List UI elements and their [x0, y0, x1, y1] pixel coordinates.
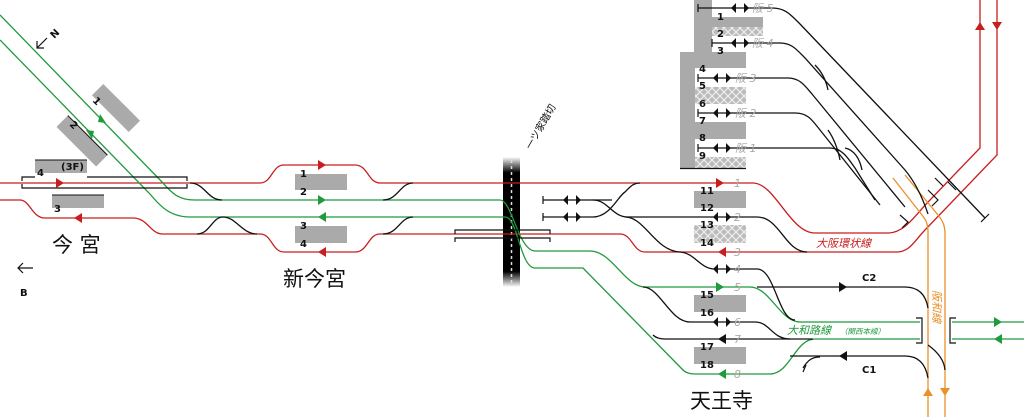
platform-13-14 — [694, 225, 746, 243]
track-number: 5 — [734, 281, 741, 294]
shin-imamiya-platform-1-2 — [295, 174, 347, 190]
bidirectional-arrows — [563, 3, 749, 327]
station-name-tennoji: 天王寺 — [690, 389, 753, 413]
hanwa-line-tracks — [892, 174, 946, 417]
imamiya-platform-2 — [56, 115, 108, 167]
osaka-loop-line-tracks — [0, 0, 998, 253]
direction-arrows — [718, 282, 847, 361]
platform-number: 11 — [700, 186, 714, 197]
track-number: 阪 2 — [735, 107, 757, 120]
platform-number: 6 — [699, 99, 706, 110]
platform-number: 3 — [717, 46, 724, 57]
buffer-stops-and-brackets — [21, 4, 990, 373]
track-number: 8 — [734, 368, 741, 381]
imamiya-platform-1 — [91, 83, 141, 133]
direction-b-arrow-icon — [17, 262, 33, 274]
level-crossing-label: 一ツ家踏切 — [522, 102, 558, 152]
platform-15-16 — [694, 295, 746, 312]
imamiya-platform-4 — [35, 160, 87, 173]
direction-b-label: B — [20, 288, 28, 299]
platform-number: 4 — [300, 239, 307, 250]
tennoji-hanwa-platforms — [680, 0, 763, 170]
hanwa-line-label: 阪和線 — [930, 290, 943, 325]
route-c2-label: C2 — [862, 273, 876, 284]
platform-number: 3 — [54, 204, 61, 215]
platform-number: 4 — [699, 64, 706, 75]
platform-number: 1 — [717, 12, 724, 23]
yamatoji-line-tracks — [0, 14, 1024, 375]
track-number: 4 — [734, 263, 741, 276]
platform-number: 13 — [700, 220, 714, 231]
platform-11-12 — [694, 191, 746, 208]
station-name-shin-imamiya: 新今宮 — [283, 267, 346, 291]
track-number: 阪 1 — [735, 142, 757, 155]
platform-number: 16 — [700, 308, 714, 319]
north-arrow-icon — [36, 37, 48, 49]
track-number: 1 — [734, 177, 741, 190]
compass: N B — [17, 26, 61, 299]
track-number: 阪 3 — [735, 72, 757, 85]
track-number: 3 — [734, 246, 741, 259]
yamatoji-direction-arrows — [86, 114, 1002, 379]
platform-number: 7 — [699, 116, 706, 127]
kansai-main-line-label: （関西本線） — [840, 327, 885, 336]
platform-17-18 — [694, 347, 746, 364]
platform-number: 15 — [700, 290, 714, 301]
connecting-tracks — [189, 7, 986, 379]
platform-number: 5 — [699, 81, 706, 92]
track-number: 阪 4 — [752, 37, 774, 50]
yamatoji-line-label: 大和路線 — [787, 324, 833, 337]
osaka-loop-line-label: 大阪環状線 — [816, 237, 873, 250]
station-name-imamiya: 今 宮 — [52, 233, 101, 257]
shin-imamiya-platform-labels: 1 2 3 4 — [300, 169, 307, 250]
platform-number: 12 — [700, 203, 714, 214]
north-label: N — [47, 26, 61, 40]
route-c1-label: C1 — [862, 365, 876, 376]
platform-number: 18 — [700, 360, 714, 371]
tennoji-track-numbers: 1 2 3 4 5 6 7 8 — [734, 177, 741, 381]
platform-number: 9 — [699, 151, 706, 162]
platform-number: 17 — [700, 342, 714, 353]
osaka-loop-direction-arrows — [56, 22, 1002, 257]
hanwa-bay-track-numbers: 阪 5 阪 4 阪 3 阪 2 阪 1 — [735, 2, 774, 155]
platform-number: 8 — [699, 133, 706, 144]
hanwa-direction-arrows — [923, 388, 950, 396]
shin-imamiya-platform-3-4 — [295, 226, 347, 243]
track-number: 阪 5 — [752, 2, 774, 15]
platform-number: 2 — [300, 187, 307, 198]
track-number: 6 — [734, 316, 741, 329]
imamiya-platform-3 — [52, 195, 104, 208]
tennoji-platform-labels: 1 2 3 4 5 6 7 8 9 11 12 13 14 15 16 17 1… — [699, 12, 724, 371]
track-number: 7 — [734, 333, 741, 346]
platform-number: 4 — [37, 168, 44, 179]
floor-note: (3F) — [61, 162, 84, 173]
track-number: 2 — [734, 211, 741, 224]
platform-number: 2 — [717, 29, 724, 40]
platform-number: 3 — [300, 221, 307, 232]
platform-number: 1 — [90, 95, 103, 108]
platform-number: 1 — [300, 169, 307, 180]
platform-number: 14 — [700, 238, 714, 249]
